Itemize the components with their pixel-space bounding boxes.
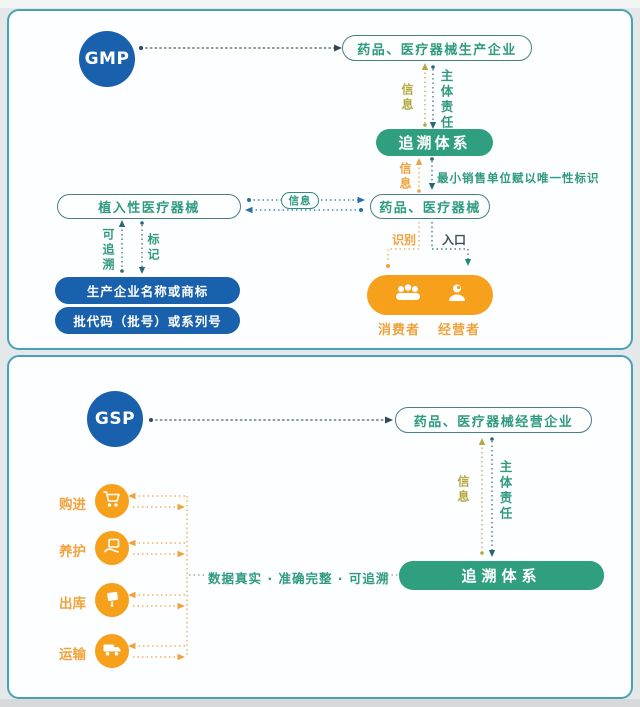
people-group-icon [393,283,423,307]
responsibility-label: 主体责任 [438,69,454,131]
operating-enterprise-pill: 药品、医疗器械经营企业 [395,407,592,433]
page-top-strip [0,0,640,8]
cart-icon [102,489,122,513]
step-circle-purchase [95,484,129,518]
consumer-label: 消费者 [378,323,421,338]
gsp-badge: GSP [87,391,143,447]
step-label-outbound: 出库 [59,596,86,612]
step-label-purchase: 购进 [59,497,86,513]
gsp-connector-lines [128,416,496,661]
unique-id-note: 最小销售单位赋以唯一性标识 [437,171,600,185]
gmp-panel: GMP 药品、医疗器械生产企业 信息 主体责任 追溯体系 信息 最小销售单位赋以… [7,9,633,350]
trace-system-pill: 追溯体系 [376,129,493,156]
operator-label: 经营者 [438,323,481,338]
step-label-maintain: 养护 [59,544,86,560]
gsp-panel: GSP 药品、医疗器械经营企业 信息 主体责任 追溯体系 数据真实 · 准确完整… [7,355,633,699]
data-quality-note: 数据真实 · 准确完整 · 可追溯 [208,571,390,586]
info-label-top: 信息 [400,83,414,113]
step-circle-outbound [95,583,129,617]
truck-icon [101,639,123,663]
page-bottom-strip [0,699,640,707]
traceable-label: 可追溯 [101,228,115,273]
step-label-transport: 运输 [59,647,86,663]
mark-label: 标记 [146,233,160,263]
end-users-box [367,275,493,315]
implant-device-pill: 植入性医疗器械 [57,194,241,219]
info-label-mid: 信息 [398,162,412,192]
entry-label: 入口 [442,233,467,247]
product-pill: 药品、医疗器械 [370,194,490,219]
person-icon [446,282,468,308]
batch-code-pill: 批代码（批号）或系列号 [55,307,240,334]
info-label: 信息 [456,475,470,505]
step-circle-transport [95,634,129,668]
step-circle-maintain [95,531,129,565]
info-oval: 信息 [281,192,319,209]
responsibility-label: 主体责任 [497,460,513,522]
identify-label: 识别 [392,233,417,247]
manufacturer-name-pill: 生产企业名称或商标 [55,277,240,304]
producer-enterprise-pill: 药品、医疗器械生产企业 [342,35,532,61]
gmp-badge: GMP [79,31,135,87]
care-hand-icon [102,536,122,560]
trace-system-pill: 追溯体系 [399,561,604,590]
box-out-icon [102,588,122,612]
